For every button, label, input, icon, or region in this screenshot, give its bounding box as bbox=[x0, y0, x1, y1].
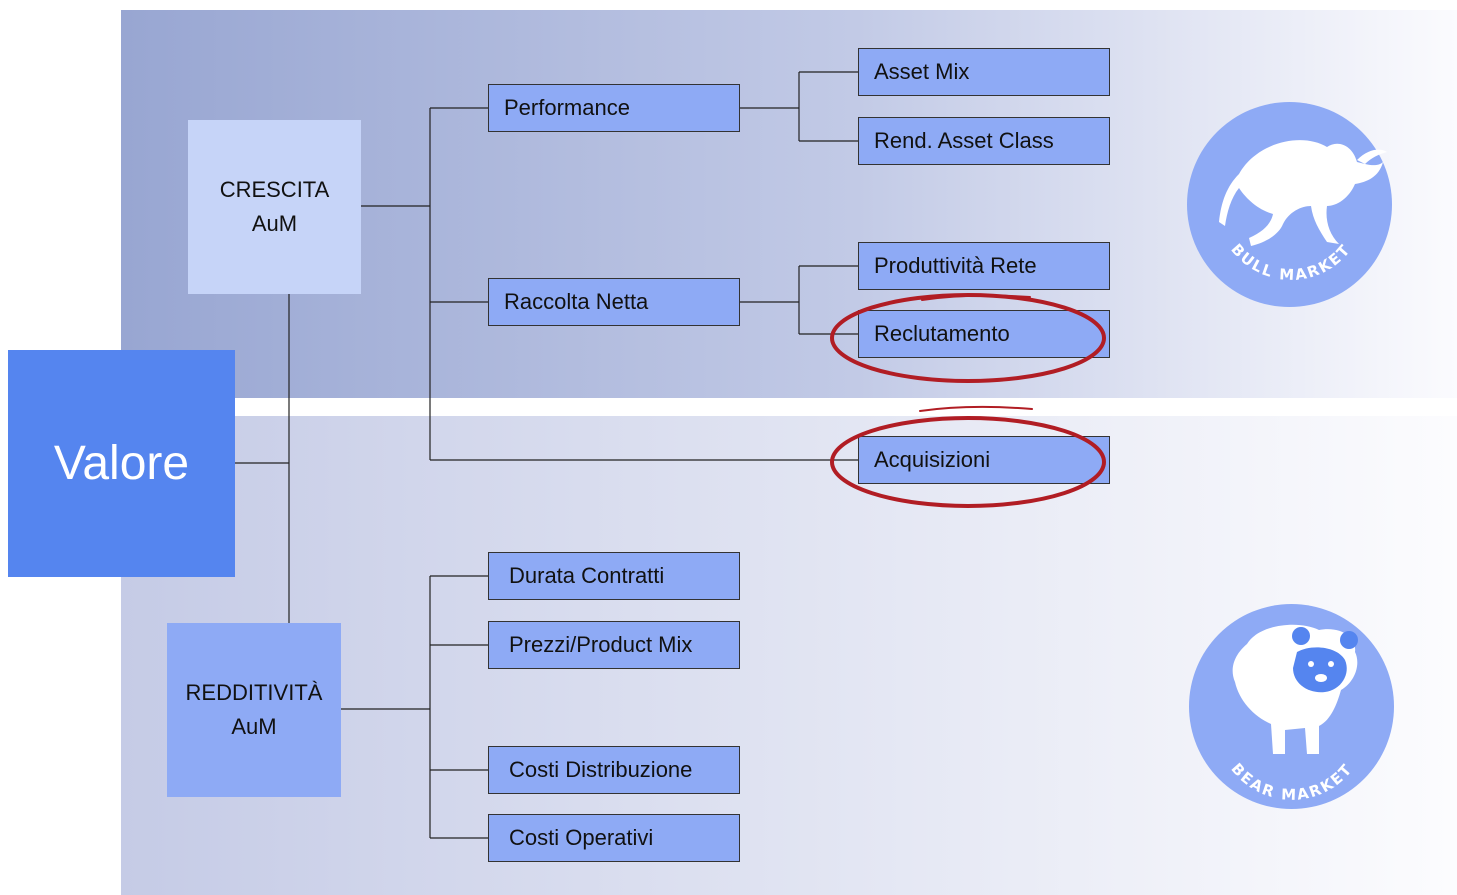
category-redditivita-line2: AuM bbox=[231, 714, 277, 739]
category-redditivita: REDDITIVITÀ AuM bbox=[167, 623, 341, 797]
root-node-valore: Valore bbox=[8, 350, 235, 577]
leaf-reclutamento-label: Reclutamento bbox=[874, 321, 1010, 346]
leaf-produttivita-rete: Produttività Rete bbox=[858, 242, 1110, 290]
leaf-acquisizioni: Acquisizioni bbox=[858, 436, 1110, 484]
driver-performance: Performance bbox=[488, 84, 740, 132]
leaf-costi-distribuzione: Costi Distribuzione bbox=[488, 746, 740, 794]
leaf-asset-mix: Asset Mix bbox=[858, 48, 1110, 96]
leaf-produttivita-rete-label: Produttività Rete bbox=[874, 253, 1037, 278]
bull-market-badge: BULL MARKET bbox=[1187, 102, 1392, 307]
leaf-costi-operativi: Costi Operativi bbox=[488, 814, 740, 862]
driver-raccolta-netta-label: Raccolta Netta bbox=[504, 289, 649, 314]
leaf-asset-mix-label: Asset Mix bbox=[874, 59, 970, 84]
leaf-prezzi-product-mix: Prezzi/Product Mix bbox=[488, 621, 740, 669]
driver-performance-label: Performance bbox=[504, 95, 630, 120]
bear-market-badge: BEAR MARKET bbox=[1189, 604, 1394, 809]
root-label: Valore bbox=[53, 437, 190, 490]
leaf-prezzi-product-mix-label: Prezzi/Product Mix bbox=[509, 632, 693, 657]
category-crescita: CRESCITA AuM bbox=[188, 120, 361, 294]
leaf-durata-contratti-label: Durata Contratti bbox=[509, 563, 665, 588]
bull-market-label: BULL MARKET bbox=[1227, 240, 1354, 284]
leaf-rend-asset-class: Rend. Asset Class bbox=[858, 117, 1110, 165]
driver-raccolta-netta: Raccolta Netta bbox=[488, 278, 740, 326]
category-crescita-line1: CRESCITA bbox=[219, 177, 330, 202]
bear-icon bbox=[1232, 624, 1358, 754]
category-crescita-line2: AuM bbox=[251, 211, 298, 236]
leaf-costi-operativi-label: Costi Operativi bbox=[509, 825, 654, 850]
leaf-costi-distribuzione-label: Costi Distribuzione bbox=[509, 757, 693, 782]
leaf-acquisizioni-label: Acquisizioni bbox=[874, 447, 991, 472]
leaf-rend-asset-class-label: Rend. Asset Class bbox=[874, 128, 1054, 153]
category-redditivita-line1: REDDITIVITÀ bbox=[185, 680, 323, 705]
bear-market-label: BEAR MARKET bbox=[1228, 760, 1357, 804]
leaf-durata-contratti: Durata Contratti bbox=[488, 552, 740, 600]
leaf-reclutamento: Reclutamento bbox=[858, 310, 1110, 358]
bull-icon bbox=[1219, 140, 1387, 246]
